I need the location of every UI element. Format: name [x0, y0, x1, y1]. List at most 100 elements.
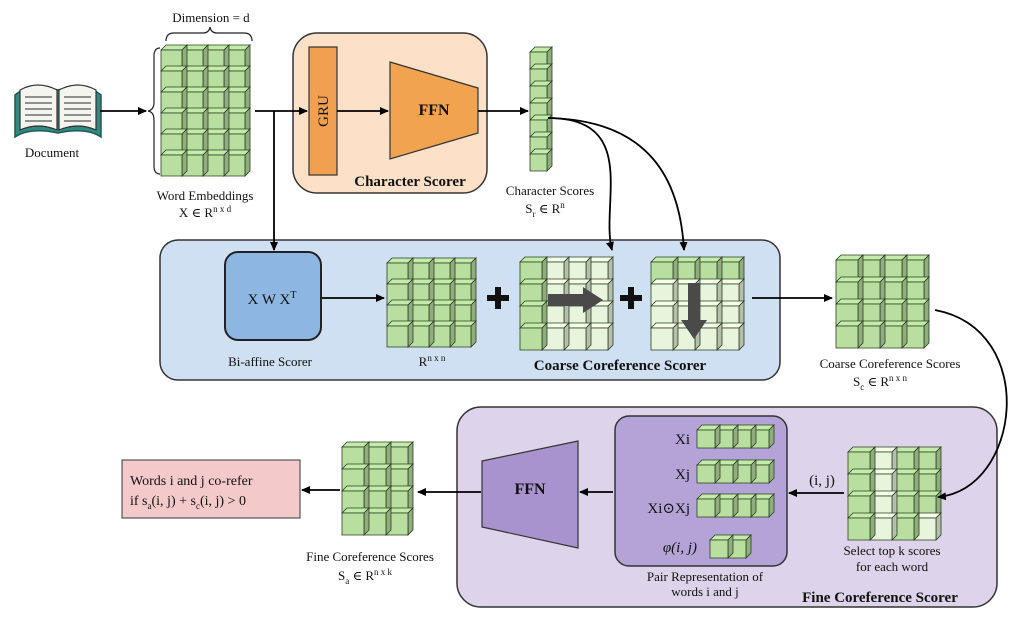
fine-scores-formula: Sa ∈ Rn x k — [338, 567, 393, 586]
pair-row-label-xi-xj: Xi⊙Xj — [647, 501, 690, 517]
matrix-cell — [519, 322, 548, 351]
character-ffn-block — [389, 61, 479, 160]
matrix-cell — [879, 276, 908, 305]
pair-index-label: (i, j) — [809, 473, 835, 489]
matrix-cell — [716, 322, 745, 351]
coreference-result-box — [121, 459, 301, 519]
matrix-cell — [563, 322, 592, 351]
character-ffn-label: FFN — [418, 102, 450, 119]
character-scores-label: Character Scores — [506, 183, 594, 198]
matrix-cell — [835, 320, 864, 349]
matrix-cell — [901, 276, 930, 305]
result-line2: if sa(i, j) + sc(i, j) > 0 — [130, 494, 246, 511]
matrix-cell — [519, 300, 548, 329]
pair-feature-vectors — [696, 424, 775, 559]
fine-ffn-label: FFN — [514, 481, 546, 498]
matrix-cell — [857, 276, 886, 305]
coarse-scores-formula: Sc ∈ Rn x n — [853, 373, 908, 392]
matrix-cell — [519, 256, 548, 285]
character-scores-vector — [529, 46, 553, 172]
biaffine-scorer-label: Bi-affine Scorer — [228, 354, 313, 369]
column-broadcast-matrix — [650, 256, 745, 351]
matrix-cell — [672, 256, 701, 285]
word-embedding-matrix — [160, 44, 251, 177]
matrix-cell — [901, 254, 930, 283]
pair-representation-label-line1: Pair Representation of — [647, 569, 764, 584]
document-label: Document — [25, 145, 80, 160]
fine-scorer-title: Fine Coreference Scorer — [802, 590, 958, 606]
pair-row-label-xj: Xj — [675, 467, 690, 483]
character-scorer-title: Character Scorer — [354, 174, 466, 190]
matrix-cell — [696, 424, 721, 449]
matrix-cell — [519, 278, 548, 307]
matrix-cell — [585, 322, 614, 351]
fine-scores-matrix — [341, 441, 414, 536]
matrix-cell — [341, 441, 370, 470]
pair-row-label-xi: Xi — [675, 432, 690, 448]
matrix-cell — [709, 534, 734, 559]
pair-representation-box — [614, 415, 788, 567]
matrix-cell — [879, 254, 908, 283]
column-broadcast-arrow-icon — [681, 283, 707, 339]
matrix-cell — [694, 256, 723, 285]
dimension-brace — [165, 26, 253, 42]
arrow-character-scores-to-column-matrix — [547, 117, 688, 251]
fine-ffn-block — [481, 440, 579, 549]
matrix-cell — [835, 254, 864, 283]
pair-representation-label-line2: words i and j — [671, 584, 739, 599]
matrix-cell — [913, 512, 942, 541]
arrow-coarse-scores-to-topk — [934, 309, 1008, 501]
top-k-matrix — [847, 446, 942, 541]
gru-label: GRU — [316, 95, 332, 127]
matrix-cell — [694, 322, 723, 351]
coarse-scores-matrix — [835, 254, 930, 349]
fine-scores-label: Fine Coreference Scores — [306, 549, 434, 564]
matrix-cell — [857, 254, 886, 283]
matrix-cell — [541, 322, 570, 351]
matrix-cell — [696, 493, 721, 518]
biaffine-scorer-block — [224, 251, 322, 341]
topk-label-line2: for each word — [856, 559, 929, 574]
matrix-cell — [385, 485, 414, 514]
matrix-cell — [385, 507, 414, 536]
biaffine-matrix-label: Rn x n — [419, 353, 446, 369]
topk-label-line1: Select top k scores — [843, 543, 940, 558]
matrix-cell — [160, 149, 188, 177]
matrix-cell — [869, 468, 898, 497]
character-scores-formula: Sr ∈ Rn — [525, 200, 565, 219]
plus-icon-1 — [487, 287, 509, 309]
matrix-cell — [835, 276, 864, 305]
matrix-cell — [341, 485, 370, 514]
result-line1: Words i and j co-refer — [130, 474, 253, 489]
matrix-cell — [385, 441, 414, 470]
matrix-cell — [386, 320, 414, 348]
word-embeddings-formula: X ∈ Rn x d — [179, 204, 232, 220]
biaffine-score-matrix — [386, 257, 477, 348]
matrix-cell — [913, 468, 942, 497]
matrix-cell — [694, 278, 723, 307]
matrix-cell — [541, 256, 570, 285]
coarse-scores-label: Coarse Coreference Scores — [820, 356, 961, 371]
matrix-cell — [869, 490, 898, 519]
matrix-cell — [847, 446, 876, 475]
matrix-cell — [529, 148, 553, 172]
plus-icon-2 — [620, 287, 642, 309]
matrix-cell — [650, 256, 679, 285]
row-broadcast-arrow-icon — [548, 287, 603, 313]
matrix-cell — [696, 459, 721, 484]
matrix-cell — [716, 300, 745, 329]
flow-arrows — [100, 107, 1008, 501]
document-book-icon — [14, 84, 102, 139]
matrix-cell — [901, 320, 930, 349]
dimension-label: Dimension = d — [172, 10, 250, 25]
biaffine-formula: X W XT — [248, 290, 297, 308]
embedding-brace — [147, 47, 161, 175]
coarse-scorer-title: Coarse Coreference Scorer — [534, 358, 707, 374]
matrix-cell — [891, 490, 920, 519]
arrow-character-scores-to-row-matrix — [547, 117, 614, 251]
matrix-cell — [341, 507, 370, 536]
matrix-cell — [363, 485, 392, 514]
matrix-cell — [879, 320, 908, 349]
